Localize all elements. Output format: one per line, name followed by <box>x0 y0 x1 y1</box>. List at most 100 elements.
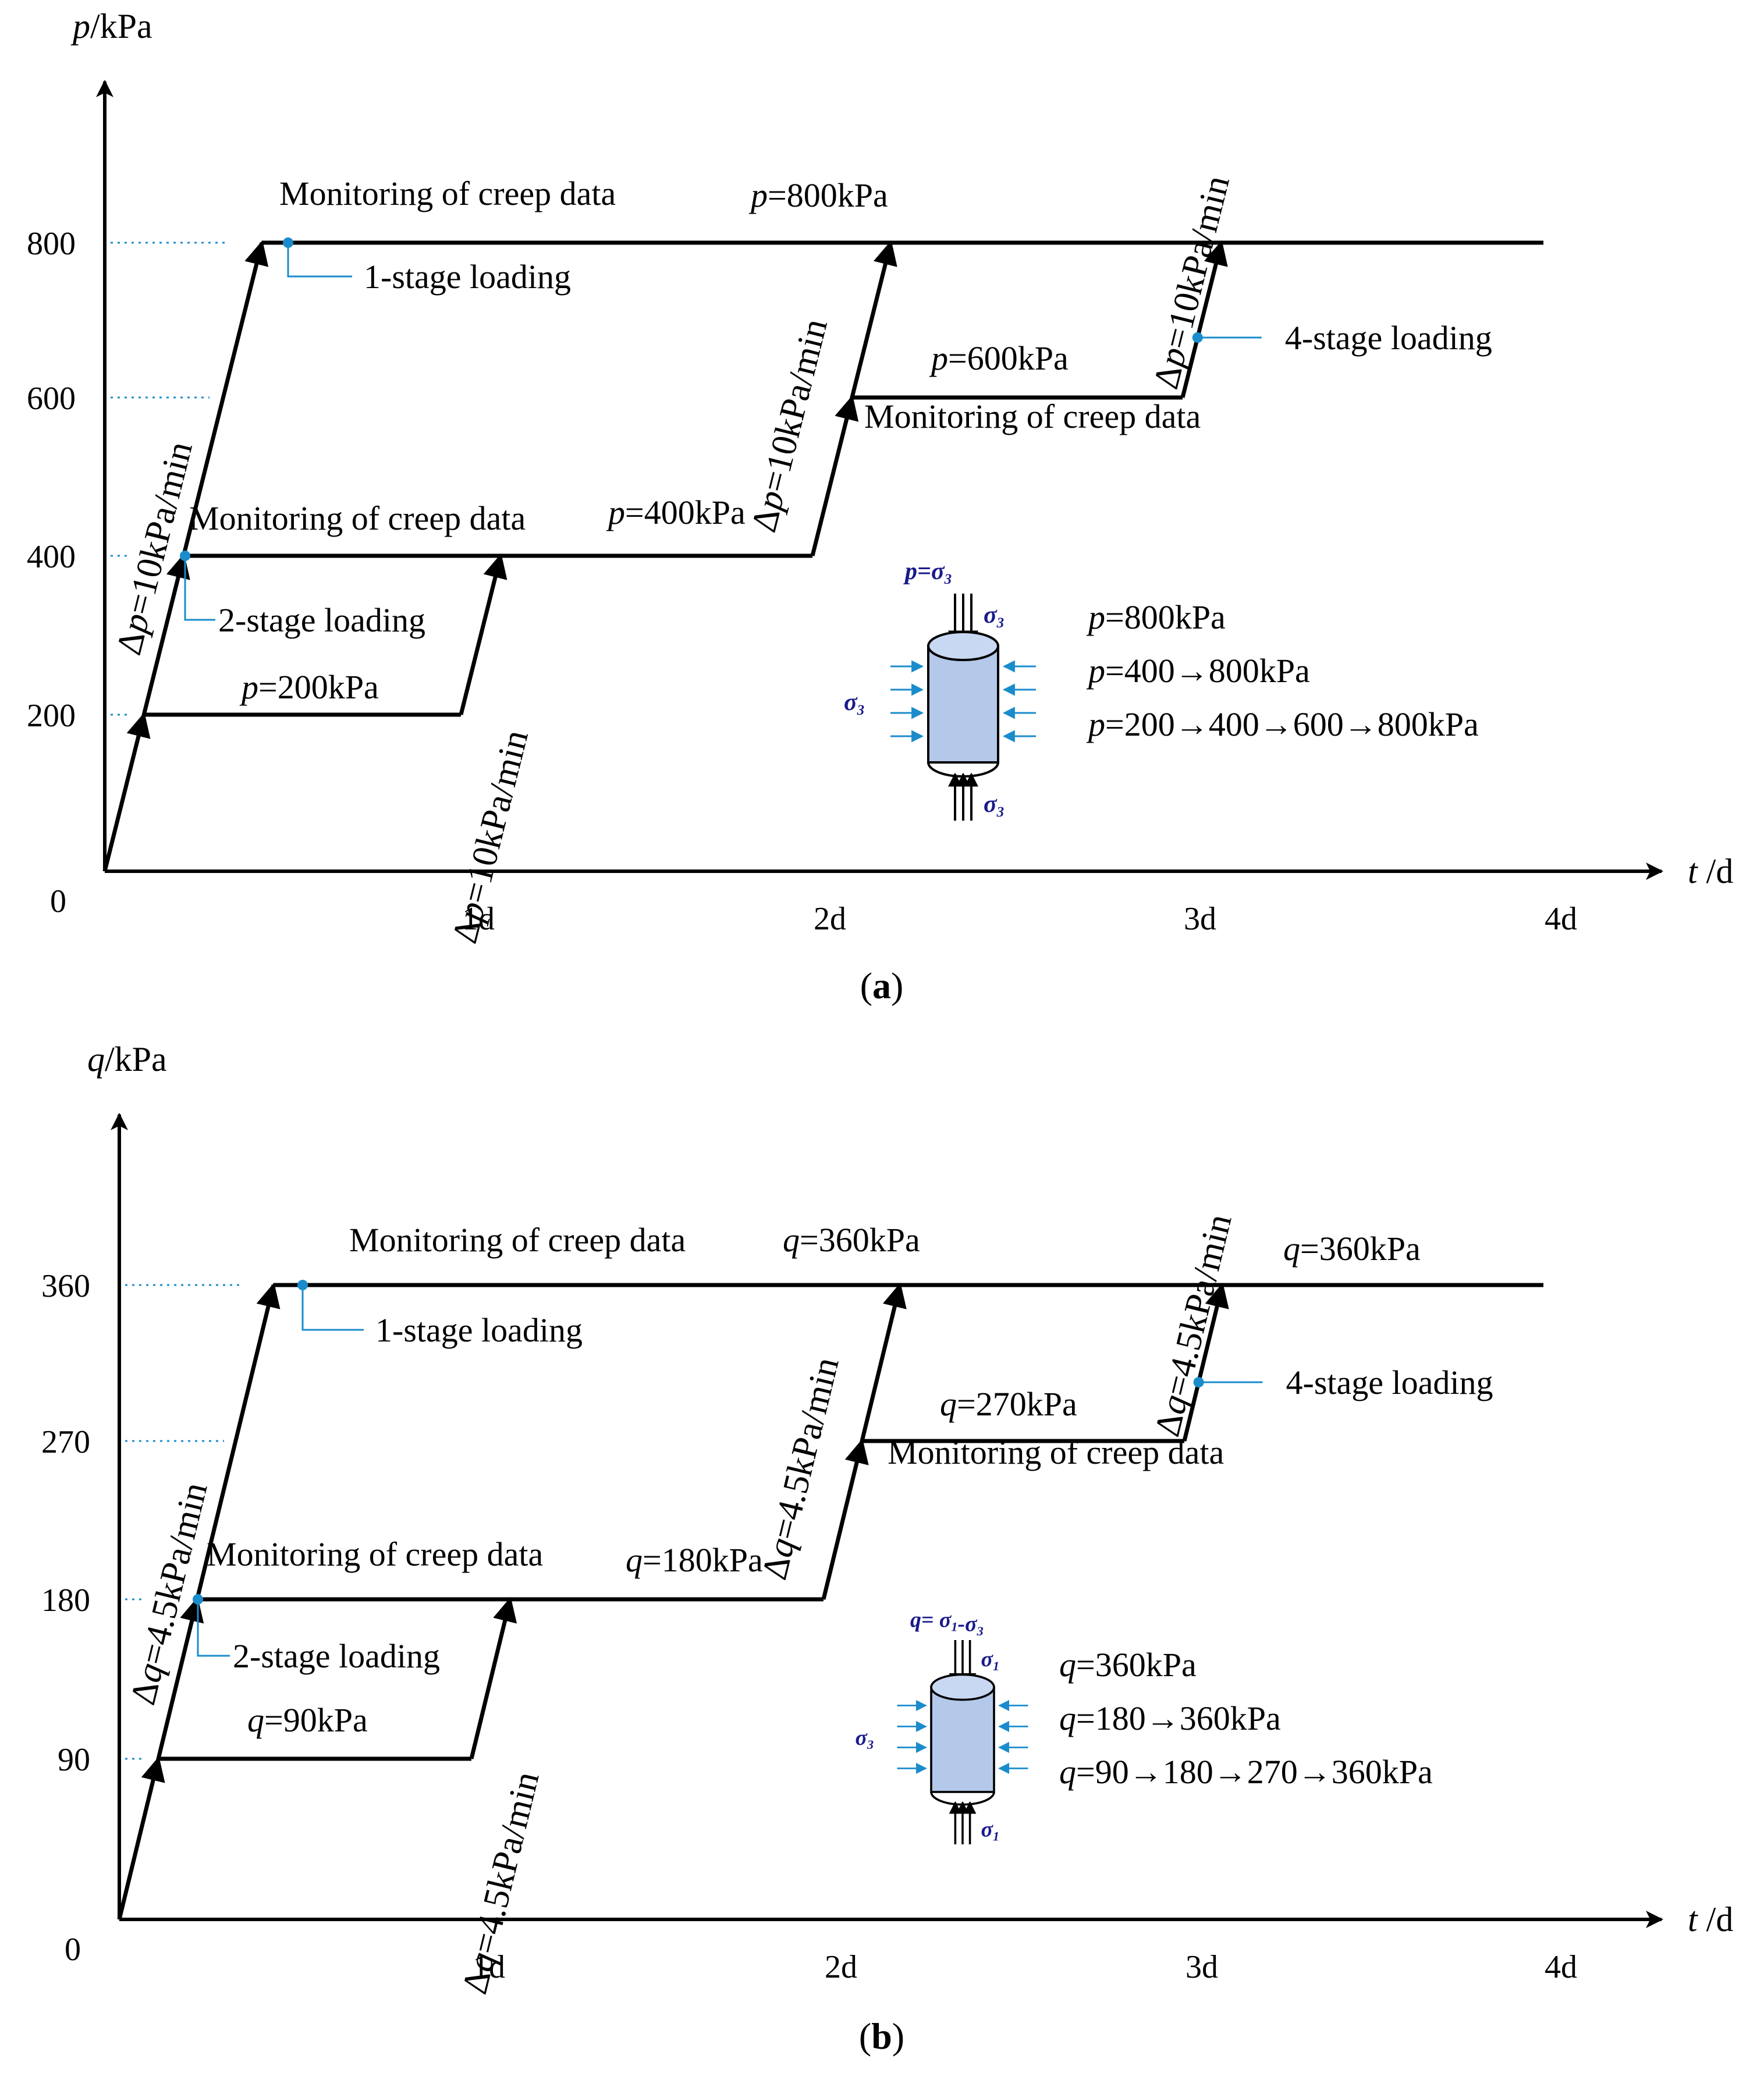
monitor-label: Monitoring of creep data <box>207 1535 543 1573</box>
specimen-top <box>927 631 999 661</box>
stage-2-callout: 2-stage loading <box>180 551 425 639</box>
y-tick-label: 360 <box>41 1268 90 1304</box>
ramp-day3 <box>1182 1282 1229 1442</box>
stage-1-label: 1-stage loading <box>375 1311 583 1349</box>
ramp-day2-b <box>860 1282 907 1442</box>
ramp-segment <box>156 1596 204 1759</box>
ramp-segment <box>102 712 151 872</box>
ramp-segment <box>182 240 269 556</box>
rate-label: Δq=4.5kPa/min <box>1147 1211 1239 1440</box>
ramp-day1 <box>459 553 507 715</box>
x-tick-label: 3d <box>1184 901 1216 937</box>
y-tick-label: 180 <box>41 1582 90 1619</box>
ramp-segment <box>117 1756 165 1920</box>
stage-1-callout: 1-stage loading <box>297 1280 583 1349</box>
callout-line <box>184 556 215 621</box>
rate-label: Δq=4.5kPa/min <box>754 1354 846 1584</box>
stage-1-callout: 1-stage loading <box>283 237 571 296</box>
y-tick-label: 400 <box>27 539 76 575</box>
callout-line <box>287 243 352 278</box>
stage-4-callout: 4-stage loading <box>1193 1364 1493 1401</box>
legend-sigma-bottom: σ3 <box>984 791 1004 820</box>
ramp-day2-a <box>821 1438 869 1600</box>
monitor-label: Monitoring of creep data <box>864 397 1201 435</box>
legend-line: q=90→180→270→360kPa <box>1059 1753 1433 1791</box>
stage-4-callout: 4-stage loading <box>1192 319 1492 357</box>
stage-4-label: 4-stage loading <box>1285 319 1492 357</box>
plateau-label: q=360kPa <box>1283 1230 1421 1268</box>
panel-b: q/kPa t /d 0 90 180 270 360 1d 2d 3d 4d Δq=4.5kPa/m… <box>41 1040 1733 2057</box>
y-axis-title: p/kPa <box>70 7 152 45</box>
rate-label: Δq=4.5kPa/min <box>455 1768 546 1998</box>
panel-caption: (b) <box>859 2015 904 2057</box>
monitor-label: Monitoring of creep data <box>888 1433 1224 1471</box>
legend-sigma-top: σ3 <box>984 602 1004 631</box>
legend-title: p=σ3 <box>903 558 952 587</box>
legend-line: p=200→400→600→800kPa <box>1086 705 1479 743</box>
stage-4-label: 4-stage loading <box>1286 1364 1493 1401</box>
loading-ramp-1 <box>102 240 269 872</box>
legend-line: p=800kPa <box>1086 598 1226 636</box>
plateau-label: p=400kPa <box>606 494 746 531</box>
legend-line: q=360kPa <box>1059 1646 1197 1684</box>
specimen-legend: p=σ3 σ3 σ3 σ3 <box>844 558 1036 821</box>
monitor-label: Monitoring of creep data <box>279 175 616 212</box>
x-tick-label: 1d <box>462 901 495 937</box>
plateau-label: q=270kPa <box>940 1385 1077 1423</box>
legend-line: p=400→800kPa <box>1086 652 1310 690</box>
rate-label: Δp=10kPa/min <box>1146 172 1237 393</box>
specimen-legend: q= σ1-σ3 σ1 σ3 σ1 <box>856 1608 1028 1845</box>
y-tick-label: 600 <box>27 381 76 417</box>
stage-2-callout: 2-stage loading <box>193 1594 440 1675</box>
x-tick-label: 4d <box>1545 1949 1577 1985</box>
plateau-label: q=180kPa <box>626 1541 763 1579</box>
legend-sigma-side: σ3 <box>856 1726 874 1752</box>
origin-label: 0 <box>65 1932 81 1968</box>
specimen-top <box>930 1673 995 1701</box>
legend-line: q=180→360kPa <box>1059 1699 1281 1737</box>
x-tick-label: 3d <box>1186 1949 1218 1985</box>
callout-line <box>301 1285 364 1331</box>
y-axis-title: q/kPa <box>87 1040 167 1078</box>
plateau-label: p=600kPa <box>929 339 1069 377</box>
ramp-segment <box>195 1282 281 1600</box>
ramp-day2-a <box>810 395 859 556</box>
ramp-day1 <box>469 1596 517 1759</box>
ramp-day2-b <box>850 240 897 398</box>
x-tick-label: 4d <box>1545 901 1577 937</box>
y-tick-label: 800 <box>27 226 76 262</box>
x-tick-label: 1d <box>473 1949 505 1985</box>
y-tick-label: 270 <box>41 1424 90 1460</box>
legend-title: q= σ1-σ3 <box>910 1608 984 1638</box>
legend-sigma-bottom: σ1 <box>981 1818 1000 1844</box>
legend-sigma-top: σ1 <box>981 1647 1000 1673</box>
plateau-label: p=800kPa <box>748 176 888 214</box>
stage-1-label: 1-stage loading <box>364 258 571 296</box>
x-tick-label: 2d <box>825 1949 857 1985</box>
monitor-label: Monitoring of creep data <box>189 499 526 537</box>
plateau-label: p=200kPa <box>239 668 379 706</box>
origin-label: 0 <box>50 883 66 920</box>
rate-label: Δp=10kPa/min <box>744 315 835 536</box>
x-axis-title: t /d <box>1688 852 1733 890</box>
loading-ramp-1 <box>117 1282 281 1920</box>
plateau-label: q=90kPa <box>247 1701 368 1739</box>
y-tick-label: 90 <box>58 1742 90 1778</box>
stage-2-label: 2-stage loading <box>218 601 425 639</box>
monitor-label: Monitoring of creep data <box>349 1221 686 1259</box>
rate-label: Δp=10kPa/min <box>445 726 536 947</box>
stage-2-label: 2-stage loading <box>233 1637 440 1675</box>
ramp-segment <box>141 553 190 715</box>
rate-label: Δq=4.5kPa/min <box>123 1479 215 1709</box>
y-tick-label: 200 <box>27 698 76 734</box>
x-axis-title: t /d <box>1688 1900 1733 1939</box>
panel-a: p/kPa t /d 0 200 400 600 800 1d 2d 3d 4d Δp=10kPa/m… <box>27 7 1733 1006</box>
callout-line <box>197 1599 230 1657</box>
specimen-body <box>927 645 999 764</box>
plateau-label: q=360kPa <box>783 1221 920 1259</box>
legend-sigma-side: σ3 <box>844 689 864 718</box>
ramp-day3 <box>1180 240 1228 398</box>
x-tick-label: 2d <box>814 901 846 937</box>
